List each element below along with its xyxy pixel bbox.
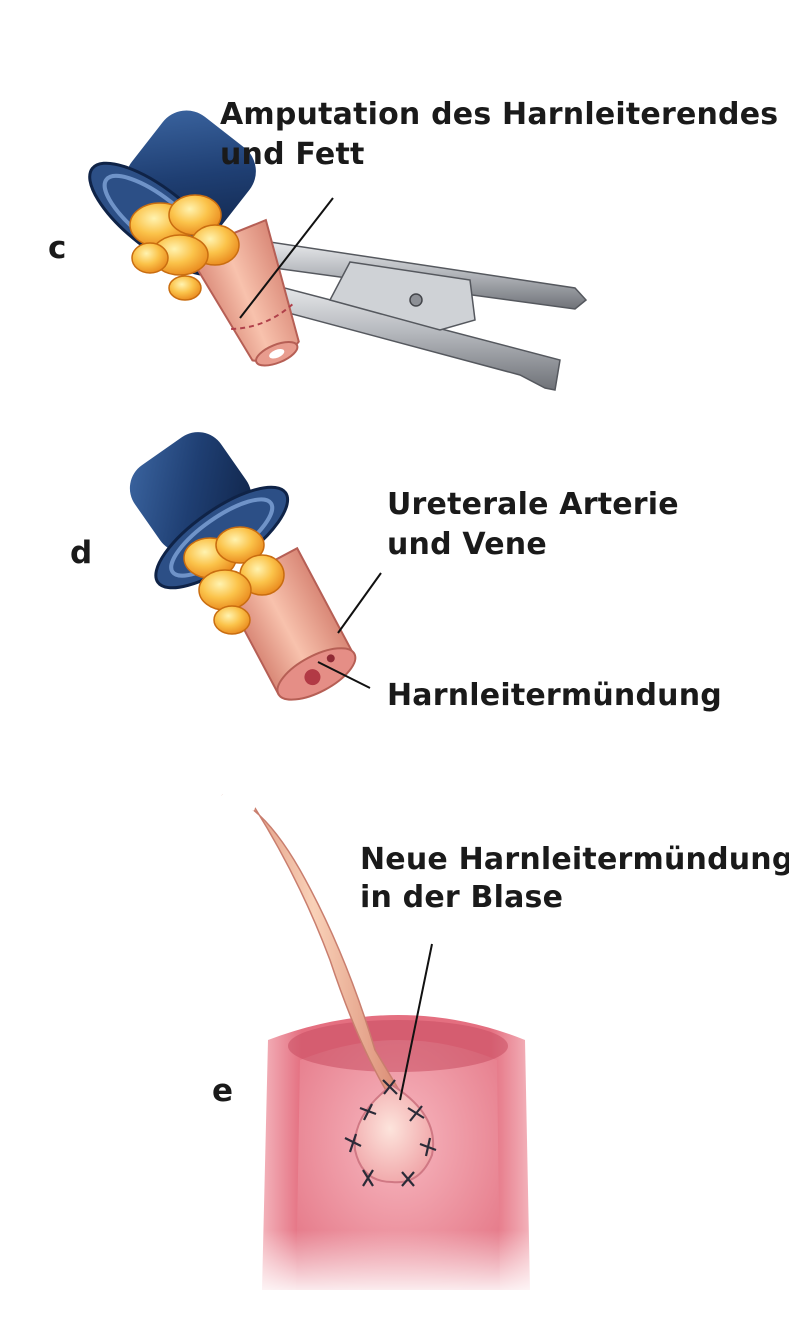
leader-line-e xyxy=(399,943,433,1101)
panel-d-illustration xyxy=(129,432,382,701)
panel-e-illustration xyxy=(220,792,550,1300)
new-orifice xyxy=(353,1083,435,1184)
panel-letter-c: c xyxy=(48,230,67,266)
label-d-artery-line2: und Vene xyxy=(387,527,547,562)
sutures xyxy=(344,1079,437,1187)
label-d-artery-line1: Ureterale Arterie xyxy=(387,487,679,522)
leader-line-d-orifice xyxy=(317,661,371,689)
label-e-line2: in der Blase xyxy=(360,880,564,915)
label-e-line1: Neue Harnleitermündung xyxy=(360,842,789,877)
fat-tissue xyxy=(129,194,240,301)
label-d-orifice: Harnleitermündung xyxy=(387,678,722,713)
scissors-icon xyxy=(229,235,588,391)
panel-c-illustration xyxy=(88,110,588,391)
leader-line-d-artery xyxy=(337,572,382,634)
panel-letter-e: e xyxy=(212,1073,234,1109)
leader-line-c xyxy=(239,197,334,319)
panel-letter-d: d xyxy=(70,535,93,571)
fat-tissue-d xyxy=(183,526,285,635)
label-c-line2: und Fett xyxy=(220,137,365,172)
label-c-line1: Amputation des Harnleiterendes xyxy=(220,97,779,132)
